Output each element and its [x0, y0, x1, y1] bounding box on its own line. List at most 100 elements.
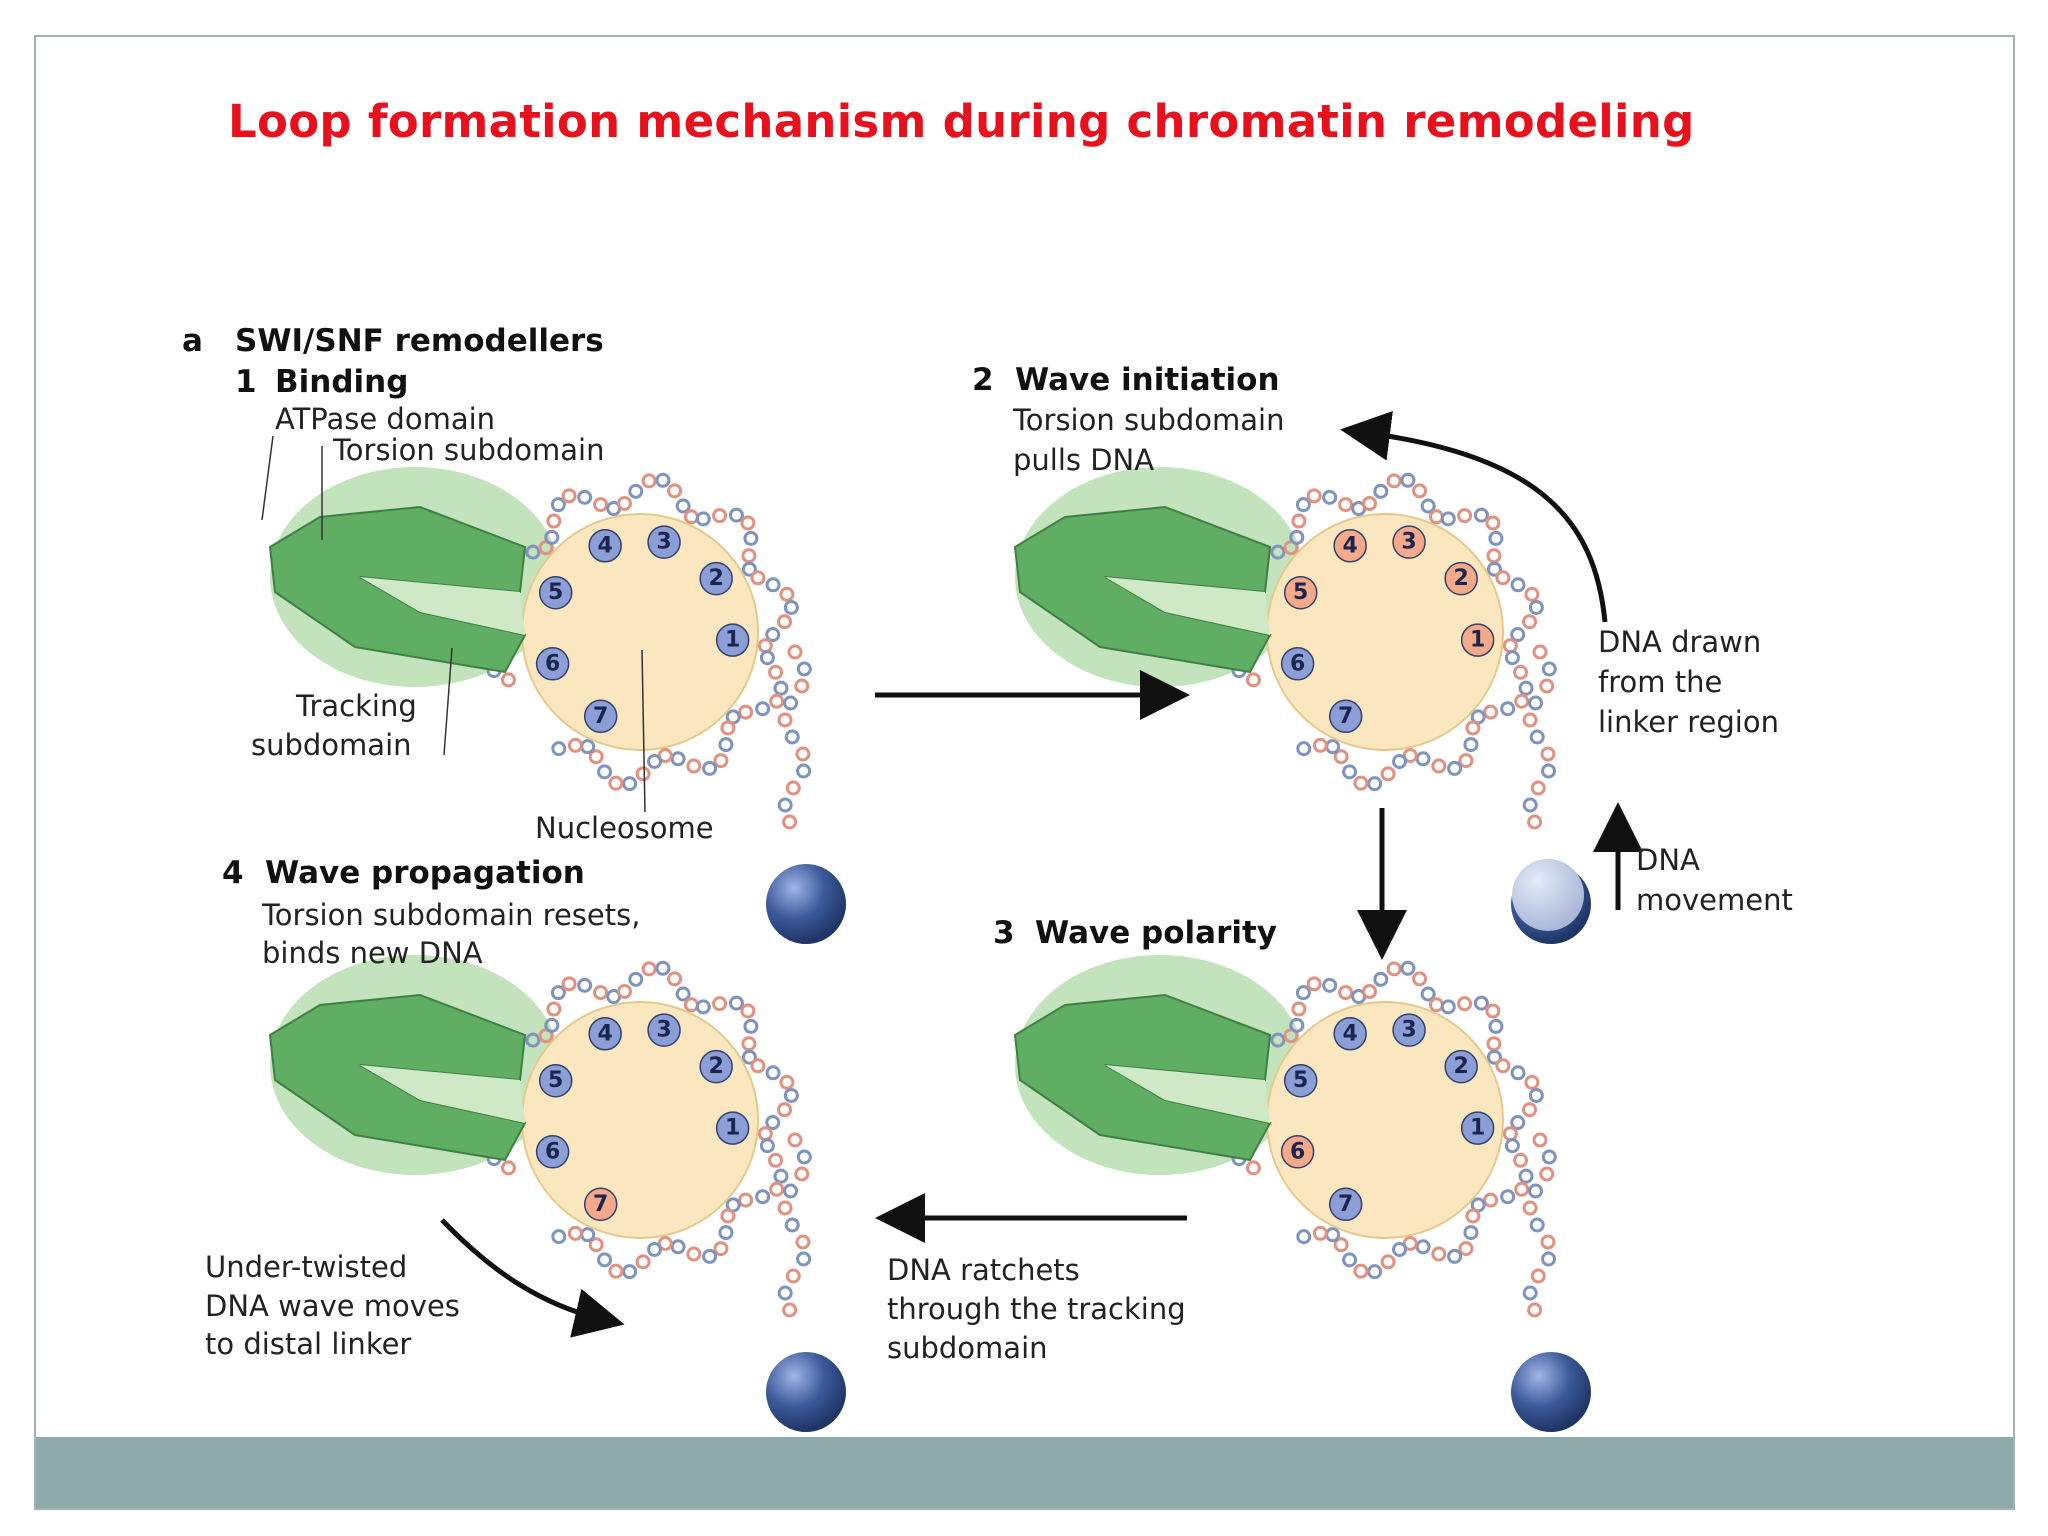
linker-dna-segment — [785, 780, 801, 796]
histone-number: 1 — [725, 628, 740, 653]
linker-dna-segment — [794, 678, 810, 694]
histone-marker — [588, 529, 622, 563]
dna-segment — [1245, 672, 1261, 688]
dna-segment — [712, 508, 728, 524]
dna-segment — [546, 1001, 562, 1017]
histone-number: 2 — [709, 1054, 724, 1079]
dna-segment — [617, 983, 633, 999]
linker-dna-segment — [1539, 678, 1555, 694]
histone-marker — [647, 1013, 681, 1047]
dna-segment — [743, 530, 759, 546]
dna-segment — [1295, 985, 1311, 1001]
atpase-cleft — [1105, 1065, 1270, 1123]
torsion-subdomain-label: Torsion subdomain — [332, 433, 604, 467]
dna-segment — [1502, 1126, 1518, 1142]
histone-marker — [1328, 699, 1363, 734]
dna-segment — [1296, 1229, 1312, 1245]
dna-segment — [1400, 960, 1416, 976]
dna-segment — [588, 749, 604, 765]
linker-dna-segment — [1541, 1149, 1557, 1165]
linker-dna-segment — [777, 1200, 793, 1216]
linker-dna-segment — [794, 1166, 810, 1182]
atpase-leader-line — [261, 435, 274, 521]
linker-dna-segment — [787, 644, 803, 660]
dna-segment — [1333, 749, 1349, 765]
linker-dna-segment — [1530, 1268, 1546, 1284]
linker-dna-segment — [1541, 661, 1557, 677]
dna-segment — [675, 498, 691, 514]
dna-segment — [683, 509, 699, 525]
histone-number: 7 — [1338, 704, 1353, 729]
linker-bead — [766, 1352, 846, 1432]
dna-segment — [718, 1225, 734, 1241]
dna-segment — [1514, 693, 1530, 709]
dna-segment — [550, 497, 566, 513]
dna-segment — [1431, 758, 1447, 774]
dna-segment — [755, 701, 771, 717]
dna-segment — [783, 1087, 799, 1103]
dna-segment — [1465, 1208, 1481, 1224]
dna-segment — [712, 996, 728, 1012]
dna-segment — [713, 753, 729, 769]
dna-segment — [635, 766, 651, 782]
dna-segment — [769, 1181, 785, 1197]
histone-number: 3 — [656, 530, 671, 555]
histone-number: 1 — [1470, 628, 1485, 653]
dna-segment — [567, 737, 583, 753]
dna-segment — [1510, 577, 1526, 593]
slide-title: Loop formation mechanism during chromati… — [228, 95, 1695, 148]
dna-segment — [1431, 1246, 1447, 1262]
dna-segment — [738, 704, 754, 720]
linker-dna-segment — [1532, 644, 1548, 660]
dna-segment — [1510, 1115, 1526, 1131]
dna-segment — [1488, 530, 1504, 546]
dna-segment — [702, 1248, 718, 1264]
panel-letter: a — [182, 323, 203, 359]
dna-segment — [1245, 1160, 1261, 1176]
histone-marker — [1392, 525, 1426, 559]
wave-arrow — [440, 1218, 625, 1338]
histone-marker — [1283, 575, 1318, 610]
dna-segment — [657, 1236, 673, 1252]
dna-segment — [1312, 737, 1328, 753]
linker-dna-segment — [1529, 1217, 1545, 1233]
dna-segment — [765, 1115, 781, 1131]
dna-segment — [1522, 614, 1538, 630]
dna-segment — [546, 513, 562, 529]
dna-segment — [720, 1208, 736, 1224]
dna-segment — [768, 1152, 784, 1168]
dna-segment — [551, 741, 567, 757]
dna-segment — [1342, 764, 1358, 780]
dna-segment — [1457, 996, 1473, 1012]
dna-segment — [1420, 498, 1436, 514]
atpase-cleft — [360, 577, 525, 635]
linker-dna-segment — [787, 1132, 803, 1148]
dna-segment — [655, 472, 671, 488]
dna-segment — [686, 758, 702, 774]
dna-segment — [628, 971, 644, 987]
dna-segment — [1322, 977, 1338, 993]
dna-segment — [720, 720, 736, 736]
dna-segment — [1289, 529, 1305, 545]
dna-segment — [544, 529, 560, 545]
dna-segment — [1465, 720, 1481, 736]
nucleosome-leader-line — [641, 649, 646, 813]
dna-segment — [1291, 513, 1307, 529]
histone-number: 7 — [1338, 1192, 1353, 1217]
dna-segment — [702, 760, 718, 776]
histone-number: 2 — [709, 566, 724, 591]
linker-dna-segment — [1532, 1132, 1548, 1148]
histone-marker — [1444, 1049, 1478, 1084]
dna-segment — [1485, 1003, 1501, 1019]
step-2-label: Wave initiation — [1015, 362, 1280, 398]
dna-segment — [1458, 753, 1474, 769]
dna-segment — [597, 764, 613, 780]
histone-number: 2 — [1454, 566, 1469, 591]
dna-segment — [628, 483, 644, 499]
dna-segment — [675, 986, 691, 1002]
dna-segment — [1518, 1168, 1534, 1184]
dna-segment — [757, 638, 773, 654]
